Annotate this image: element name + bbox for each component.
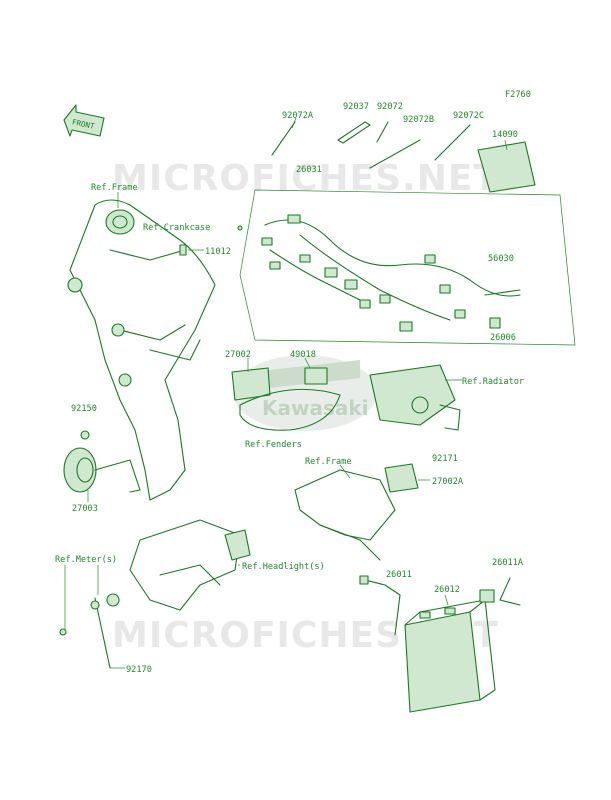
label-ref-frame-mid: Ref.Frame (305, 457, 352, 467)
label-26012: 26012 (434, 585, 460, 595)
label-92171: 92171 (432, 454, 458, 464)
label-ref-fenders: Ref.Fenders (245, 440, 302, 450)
svg-text:Kawasaki: Kawasaki (262, 396, 369, 420)
crankcase-pointer (237, 225, 243, 231)
label-26011A: 26011A (492, 558, 524, 568)
frame-ref (67, 192, 216, 501)
label-92150: 92150 (71, 404, 97, 414)
label-92072: 92072 (377, 102, 403, 112)
label-27002A: 27002A (432, 477, 464, 487)
label-ref-headlight: Ref.Headlight(s) (242, 562, 325, 572)
watermark-top: MICROFICHES.NET (112, 158, 499, 199)
label-27002: 27002 (225, 350, 251, 360)
part-26011-cable (359, 575, 401, 636)
part-92072B-tie (369, 139, 421, 169)
part-26011A-cable (479, 577, 521, 606)
label-56030: 56030 (488, 254, 514, 264)
label-26006: 26006 (490, 333, 516, 343)
label-26011: 26011 (386, 570, 412, 580)
label-ref-frame-top: Ref.Frame (91, 183, 138, 193)
part-14090-cover (477, 139, 536, 193)
label-27003: 27003 (72, 504, 98, 514)
part-92037-band (337, 121, 371, 144)
part-92072-tie (376, 121, 389, 143)
part-26012-battery (404, 594, 496, 713)
part-11012-bolt (179, 244, 204, 256)
label-49018: 49018 (290, 350, 316, 360)
label-92072A: 92072A (282, 111, 314, 121)
label-ref-crankcase: Ref.Crankcase (143, 223, 210, 233)
part-27002A-bracket (294, 463, 430, 561)
label-92072C: 92072C (453, 111, 484, 121)
part-92072C-tie (434, 124, 471, 161)
label-14090: 14090 (492, 130, 518, 140)
label-92170: 92170 (126, 665, 152, 675)
label-92037: 92037 (343, 102, 369, 112)
figure-code: F2760 (505, 90, 531, 100)
part-92170-rod (59, 565, 125, 669)
part-27003-horn (63, 430, 141, 502)
kawasaki-logo: Kawasaki (233, 355, 377, 431)
part-27002-relay-box (231, 357, 341, 431)
label-ref-meter: Ref.Meter(s) (55, 555, 117, 565)
radiator-fan-unit (369, 364, 462, 431)
part-92072A-tie (271, 117, 297, 156)
headlight-bracket (106, 519, 251, 611)
label-ref-radiator: Ref.Radiator (462, 377, 524, 387)
label-11012: 11012 (205, 247, 231, 257)
part-26031-harness (239, 189, 576, 346)
label-92072B: 92072B (403, 115, 434, 125)
front-arrow-icon: FRONT (63, 104, 105, 137)
label-26031: 26031 (296, 165, 322, 175)
